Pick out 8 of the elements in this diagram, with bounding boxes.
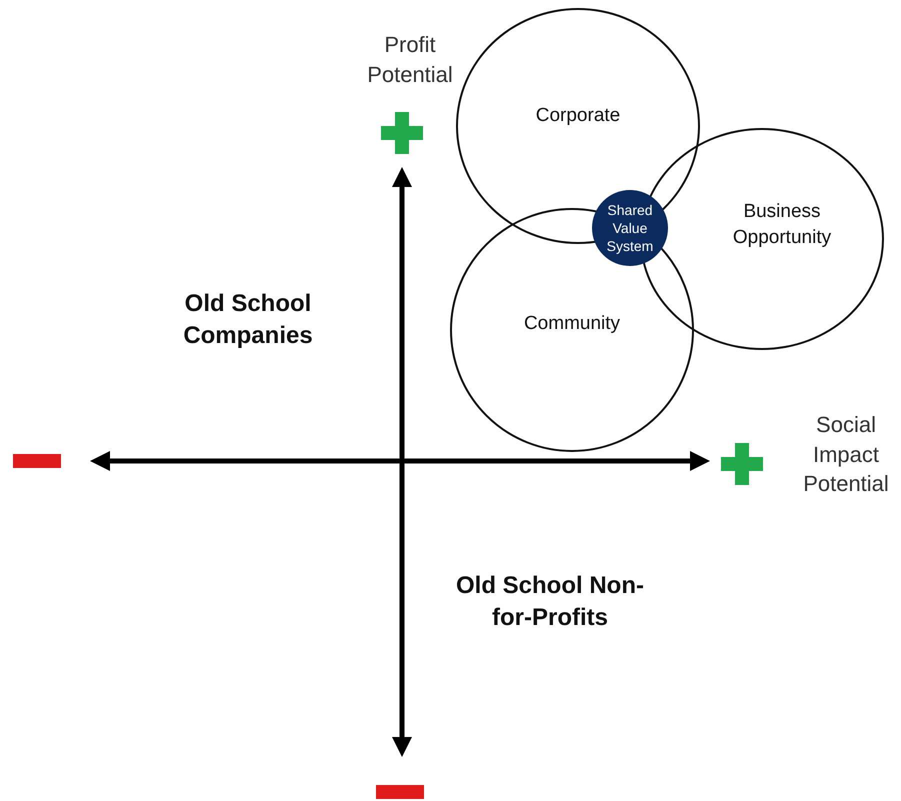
axis-title: Social Impact Potential xyxy=(802,411,890,498)
axis-title: Profit Potential xyxy=(366,31,454,89)
quadrant-label: Old School Non-for-Profits xyxy=(455,571,645,634)
circle-label: Corporate xyxy=(534,104,622,128)
circle-label: Community xyxy=(522,312,622,336)
circle-label: Shared Value System xyxy=(606,200,654,256)
circle-label: Business Opportunity xyxy=(732,200,832,250)
quadrant-label: Old School Companies xyxy=(182,289,314,352)
